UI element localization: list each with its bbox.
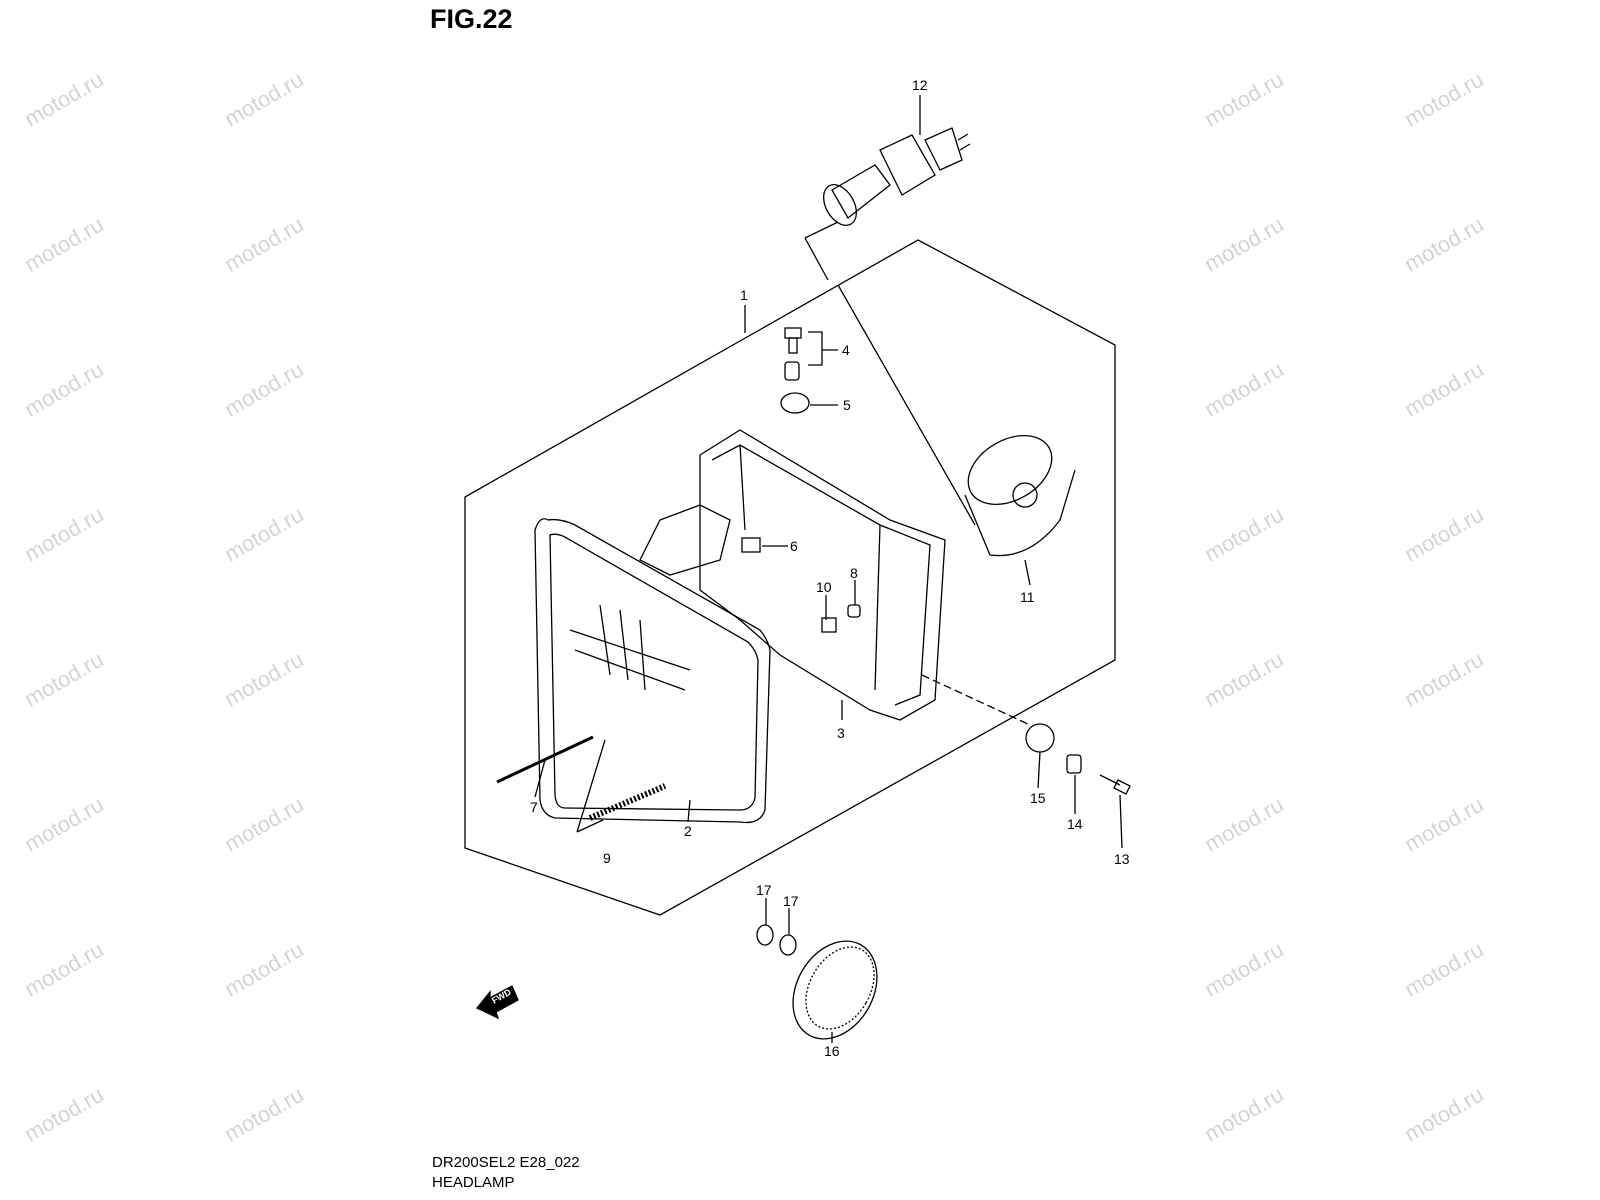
- callout-13: 13: [1114, 851, 1130, 867]
- callout-17a: 17: [756, 882, 772, 898]
- reflector-16: [792, 940, 878, 1040]
- callout-15: 15: [1030, 790, 1046, 806]
- part-8: [847, 604, 861, 618]
- leader-15: [921, 674, 1031, 726]
- callout-17b: 17: [783, 893, 799, 909]
- bracket-4: [808, 331, 838, 366]
- callout-2: 2: [684, 823, 692, 839]
- screw-7: [496, 735, 594, 784]
- nut-6: [741, 537, 761, 553]
- assembly-outline: [464, 239, 1116, 916]
- grommet-5: [780, 392, 810, 414]
- leader-9: [576, 739, 606, 833]
- leader-socket: [837, 284, 976, 526]
- collar-14: [1066, 754, 1082, 774]
- callout-3: 3: [837, 725, 845, 741]
- callout-12: 12: [912, 77, 928, 93]
- washer-17a: [756, 924, 774, 946]
- reflector-16-pattern: [805, 946, 875, 1030]
- model-code: DR200SEL2 E28_022: [432, 1154, 580, 1171]
- callout-14: 14: [1067, 816, 1083, 832]
- housing-part: [699, 429, 946, 721]
- callout-16: 16: [824, 1043, 840, 1059]
- callout-9: 9: [603, 850, 611, 866]
- part-10: [821, 617, 837, 633]
- callout-7: 7: [530, 799, 538, 815]
- washer-17b: [779, 934, 797, 956]
- section-name: HEADLAMP: [432, 1174, 515, 1191]
- callout-11: 11: [1020, 589, 1035, 605]
- callout-1: 1: [740, 287, 748, 303]
- callout-5: 5: [843, 397, 851, 413]
- screw-4: [784, 327, 802, 381]
- callout-4: 4: [842, 342, 850, 358]
- fwd-arrow-icon: FWD: [475, 985, 519, 1020]
- part-15: [1025, 723, 1055, 753]
- headlamp-lens-part: [534, 504, 771, 824]
- callout-8: 8: [850, 565, 858, 581]
- callout-10: 10: [816, 579, 832, 595]
- callout-6: 6: [790, 538, 798, 554]
- figure-title: FIG.22: [430, 4, 513, 34]
- bolt-13: [1099, 774, 1131, 795]
- spring-9: [588, 783, 667, 821]
- callout-leaders: [534, 95, 1123, 1043]
- socket-cover-part: [964, 434, 1076, 557]
- bulb-part: [822, 127, 971, 226]
- leader-bulb: [804, 221, 839, 281]
